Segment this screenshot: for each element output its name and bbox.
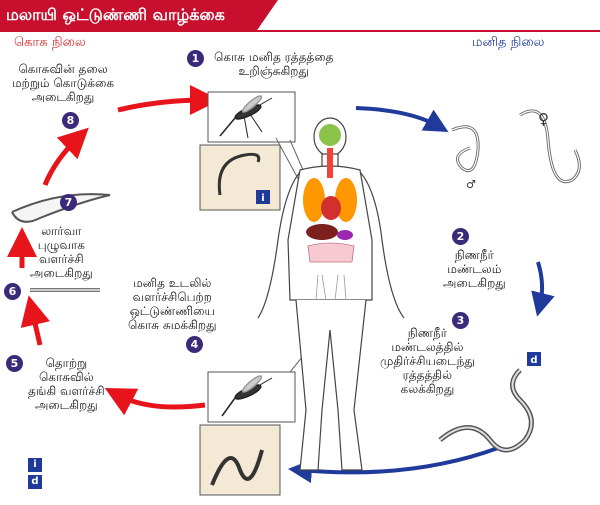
step-2-label: நிணநீர்மண்டலம்அடைகிறது <box>443 248 506 290</box>
legend-infective-icon: i <box>28 458 42 472</box>
step-8-label: கொசுவின் தலைமற்றும் கொடுக்கைஅடைகிறது <box>12 62 115 104</box>
arrow-1-to-2 <box>355 106 449 132</box>
arrow-3-to-4 <box>288 446 499 484</box>
svg-text:d: d <box>530 355 537 366</box>
step-3-badge: 3 <box>452 312 469 329</box>
arrow-8-to-1 <box>117 85 220 116</box>
legend-diagnostic-icon: d <box>28 475 42 489</box>
step-6-badge: 6 <box>4 283 21 300</box>
worm-male <box>451 125 480 173</box>
mosquito-icon-bottom <box>221 375 273 417</box>
step-7-badge: 7 <box>60 194 77 211</box>
svg-text:i: i <box>261 193 264 204</box>
step-5-label: தொற்றுகொசுவில்தங்கி வளர்ச்சிஅடைகிறது <box>28 356 105 412</box>
arrow-5-to-6 <box>20 295 50 346</box>
step-2-badge: 2 <box>452 228 469 245</box>
step-8-badge: 8 <box>62 112 79 129</box>
arrow-4-to-5 <box>104 387 206 416</box>
inset-mosquito-bottom <box>207 371 296 423</box>
male-symbol-icon: ♂ <box>466 178 476 191</box>
mosquito-stage-label: கொசு நிலை <box>14 35 86 50</box>
worm-icon-bottom <box>210 449 264 486</box>
human-stage-label: மனித நிலை <box>472 35 545 50</box>
legend-i-top <box>256 190 270 204</box>
worm-female <box>519 109 581 184</box>
title-rule <box>0 30 600 32</box>
larva-icon-top <box>217 152 261 196</box>
step-1-label: கொசு மனித ரத்தத்தைஉறிஞ்சுகிறது <box>214 50 334 78</box>
organs <box>303 124 357 301</box>
step-1-badge: 1 <box>187 50 204 67</box>
mosquito-icon-top <box>219 95 273 139</box>
legend-d-right <box>527 352 541 366</box>
arrow-7-to-8 <box>42 127 89 186</box>
diagram-title: மலாயி ஒட்டுண்ணி வாழ்க்கை <box>6 5 225 24</box>
title-banner: மலாயி ஒட்டுண்ணி வாழ்க்கை <box>0 0 278 32</box>
step-4-badge: 4 <box>186 336 203 353</box>
female-symbol-icon: ♀ <box>538 110 549 128</box>
arrow-2-to-3 <box>531 261 555 317</box>
step-3-label: நிணநீர்மண்டலத்தில்முதிர்ச்சியடைந்துரத்தத… <box>380 326 475 396</box>
step-5-badge: 5 <box>6 355 23 372</box>
